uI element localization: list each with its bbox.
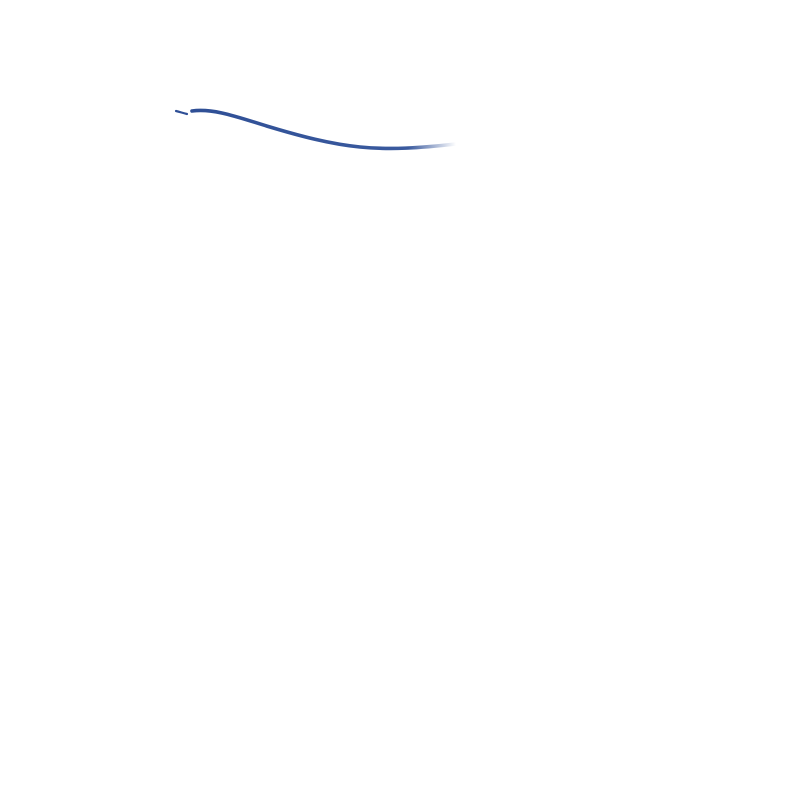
stroke-start-tick [174, 109, 189, 116]
curved-stroke [190, 108, 458, 151]
